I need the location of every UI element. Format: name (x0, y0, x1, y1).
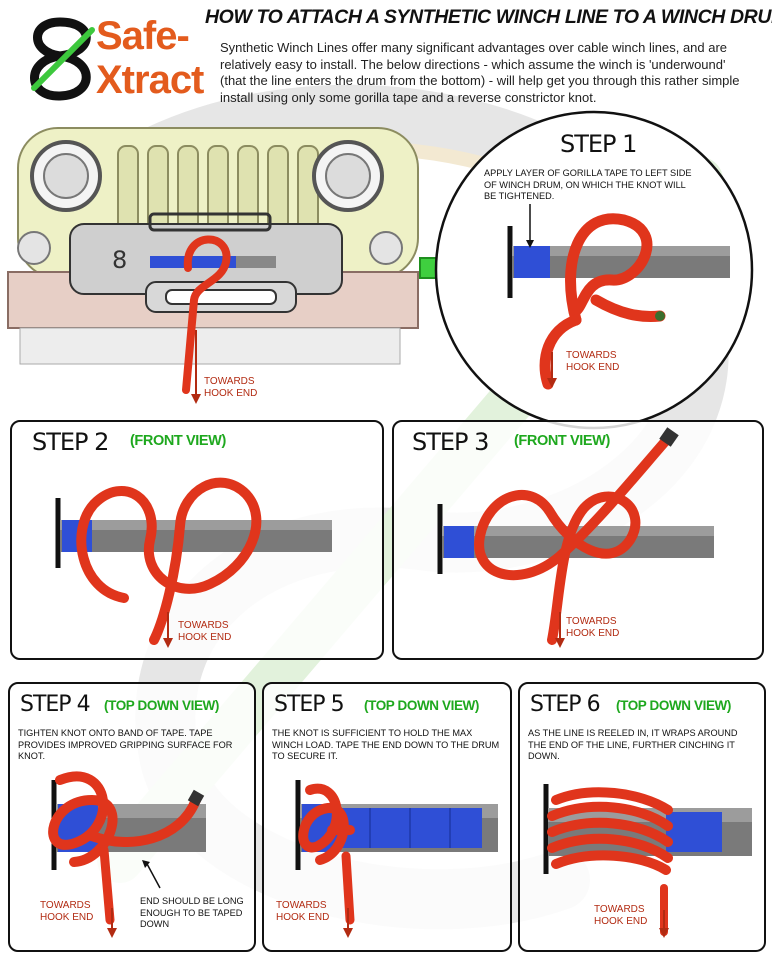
step-5-note: THE KNOT IS SUFFICIENT TO HOLD THE MAX W… (272, 728, 500, 761)
step-4-title: STEP 4 (20, 692, 91, 717)
brand-line-1: Safe- (96, 14, 190, 58)
step-6-towards-label: TOWARDS HOOK END (594, 904, 648, 927)
step-2-towards-label: TOWARDS HOOK END (178, 620, 232, 643)
towards-hook-end-label: TOWARDS HOOK END (204, 376, 258, 399)
brand-line-2: Xtract (96, 58, 204, 102)
step-2-view: (FRONT VIEW) (130, 433, 226, 449)
step-4-panel (8, 682, 256, 952)
page-title: HOW TO ATTACH A SYNTHETIC WINCH LINE TO … (205, 6, 772, 28)
step-5-view: (TOP DOWN VIEW) (364, 698, 479, 713)
step-4-note: TIGHTEN KNOT ONTO BAND OF TAPE. TAPE PRO… (18, 728, 233, 761)
step-6-note: AS THE LINE IS REELED IN, IT WRAPS AROUN… (528, 728, 738, 761)
step-4-view: (TOP DOWN VIEW) (104, 698, 219, 713)
svg-text:8: 8 (112, 246, 127, 274)
step-6-view: (TOP DOWN VIEW) (616, 698, 731, 713)
step-1-towards-label: TOWARDS HOOK END (566, 350, 620, 373)
step-3-towards-label: TOWARDS HOOK END (566, 616, 620, 639)
step-5-title: STEP 5 (274, 692, 345, 717)
step-1-title: STEP 1 (560, 130, 637, 158)
step-2-title: STEP 2 (32, 428, 109, 456)
step-6-title: STEP 6 (530, 692, 601, 717)
step-4-towards-label: TOWARDS HOOK END (40, 900, 94, 923)
step-5-towards-label: TOWARDS HOOK END (276, 900, 330, 923)
step-4-callout: END SHOULD BE LONG ENOUGH TO BE TAPED DO… (140, 896, 244, 929)
intro-text: Synthetic Winch Lines offer many signifi… (220, 40, 740, 105)
step-1-note: APPLY LAYER OF GORILLA TAPE TO LEFT SIDE… (484, 168, 692, 201)
step-3-title: STEP 3 (412, 428, 489, 456)
step-3-view: (FRONT VIEW) (514, 433, 610, 449)
